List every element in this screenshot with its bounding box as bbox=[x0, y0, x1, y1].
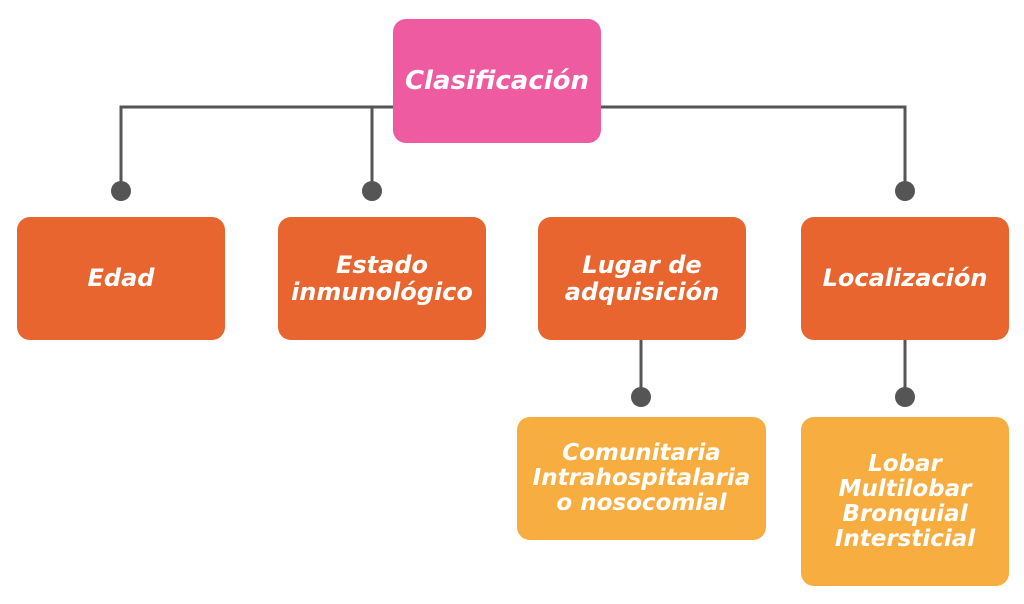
category-label-line-1: Estado bbox=[335, 250, 428, 279]
subitem-line-1: Lobar bbox=[868, 450, 942, 477]
connector-dot-edad bbox=[111, 181, 131, 201]
category-node-lugar-de-adquisicion: Lugar de adquisición bbox=[538, 217, 746, 340]
category-label: Edad bbox=[87, 264, 155, 292]
subitem-line-2: Multilobar bbox=[838, 475, 972, 502]
category-label: Localización bbox=[822, 264, 988, 292]
subitem-line-3: o nosocomial bbox=[556, 490, 727, 516]
connector-dot-estado bbox=[362, 181, 382, 201]
category-node-edad: Edad bbox=[17, 217, 225, 340]
subitem-node-localizacion: Lobar Multilobar Bronquial Intersticial bbox=[801, 417, 1009, 586]
category-node-estado-inmunologico: Estado inmunológico bbox=[278, 217, 486, 340]
root-label: Clasificación bbox=[404, 66, 590, 96]
subitem-line-1: Comunitaria bbox=[562, 440, 721, 466]
category-label-line-2: adquisición bbox=[564, 277, 720, 306]
category-label-line-2: inmunológico bbox=[291, 277, 473, 306]
root-node-clasificacion: Clasificación bbox=[393, 19, 601, 143]
category-label-line-1: Lugar de bbox=[582, 250, 702, 279]
subitem-line-2: Intrahospitalaria bbox=[532, 465, 751, 491]
category-node-localizacion: Localización bbox=[801, 217, 1009, 340]
subitem-line-3: Bronquial bbox=[842, 500, 968, 527]
connector-dot-localizacion bbox=[895, 181, 915, 201]
subitem-node-lugar: Comunitaria Intrahospitalaria o nosocomi… bbox=[517, 417, 766, 540]
subitem-line-4: Intersticial bbox=[834, 525, 976, 552]
connector-dot-lugar-sub bbox=[631, 387, 651, 407]
connector-dot-localizacion-sub bbox=[895, 387, 915, 407]
